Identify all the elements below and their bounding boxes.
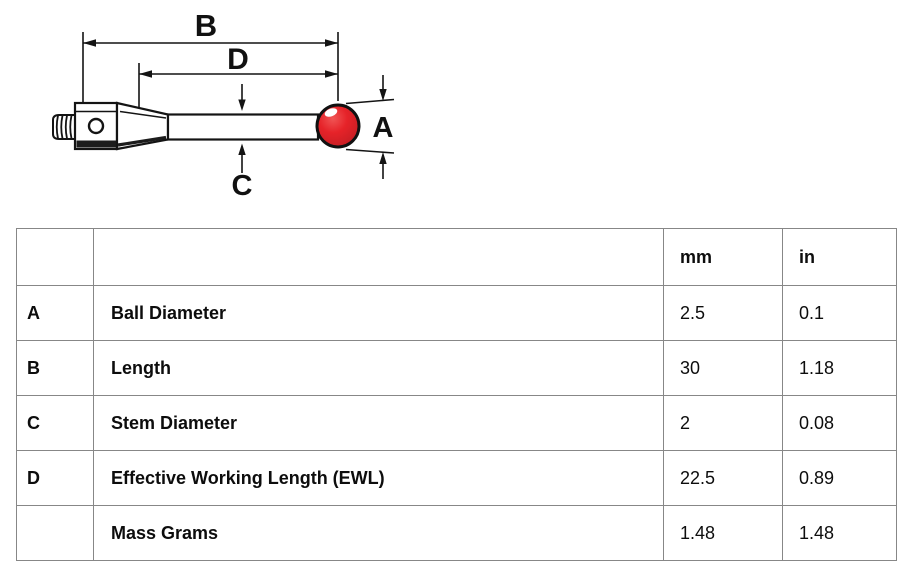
row-key: D: [16, 450, 94, 506]
stylus-body: [73, 101, 119, 151]
row-mm-value: 2: [663, 395, 783, 451]
arrowhead-left-icon: [139, 70, 152, 78]
arrowhead-left-icon: [83, 39, 96, 47]
stylus-dimension-diagram: B D A C: [0, 0, 909, 215]
row-in-value: 1.18: [782, 340, 897, 396]
row-mm-value: 2.5: [663, 285, 783, 341]
table-row: D Effective Working Length (EWL) 22.5 0.…: [16, 450, 897, 506]
row-key: B: [16, 340, 94, 396]
spec-table: mm in A Ball Diameter 2.5 0.1 B Length 3…: [16, 228, 897, 561]
body-shading-band: [76, 140, 117, 148]
stylus-taper: [115, 101, 170, 151]
arrowhead-up-icon: [379, 152, 387, 164]
row-mm-value: 1.48: [663, 505, 783, 561]
dimension-c: [238, 84, 246, 173]
row-key: [16, 505, 94, 561]
table-row: Mass Grams 1.48 1.48: [16, 505, 897, 561]
table-row: C Stem Diameter 2 0.08: [16, 395, 897, 451]
row-label: Effective Working Length (EWL): [93, 450, 664, 506]
row-label: Stem Diameter: [93, 395, 664, 451]
dim-label-c: C: [232, 170, 253, 202]
dimension-b: [82, 32, 339, 102]
row-label: Ball Diameter: [93, 285, 664, 341]
dim-label-d: D: [227, 43, 249, 76]
stylus-drawing: B D A C: [52, 8, 395, 202]
stylus-stem: [166, 113, 320, 141]
table-row: A Ball Diameter 2.5 0.1: [16, 285, 897, 341]
row-mm-value: 30: [663, 340, 783, 396]
dim-label-b: B: [195, 8, 217, 43]
spec-table-header-row: mm in: [16, 228, 897, 286]
header-mm: mm: [663, 228, 783, 286]
stylus-ball: [315, 103, 361, 149]
header-dim-letter: [16, 228, 94, 286]
dimension-a: [345, 75, 395, 179]
row-in-value: 0.08: [782, 395, 897, 451]
row-in-value: 0.1: [782, 285, 897, 341]
row-in-value: 1.48: [782, 505, 897, 561]
header-in: in: [782, 228, 897, 286]
ball-highlight: [324, 108, 338, 117]
row-label: Mass Grams: [93, 505, 664, 561]
row-label: Length: [93, 340, 664, 396]
row-in-value: 0.89: [782, 450, 897, 506]
stylus-thread: [52, 114, 76, 140]
arrowhead-right-icon: [325, 39, 338, 47]
arrowhead-down-icon: [379, 89, 387, 101]
row-key: C: [16, 395, 94, 451]
arrowhead-up-icon: [238, 143, 246, 155]
arrowhead-down-icon: [238, 99, 246, 111]
arrowhead-right-icon: [325, 70, 338, 78]
ball-circle: [315, 103, 361, 149]
row-mm-value: 22.5: [663, 450, 783, 506]
body-hole: [87, 117, 105, 135]
table-row: B Length 30 1.18: [16, 340, 897, 396]
dim-label-a: A: [373, 112, 394, 144]
header-dim-name: [93, 228, 664, 286]
dimension-d: [138, 63, 338, 108]
row-key: A: [16, 285, 94, 341]
